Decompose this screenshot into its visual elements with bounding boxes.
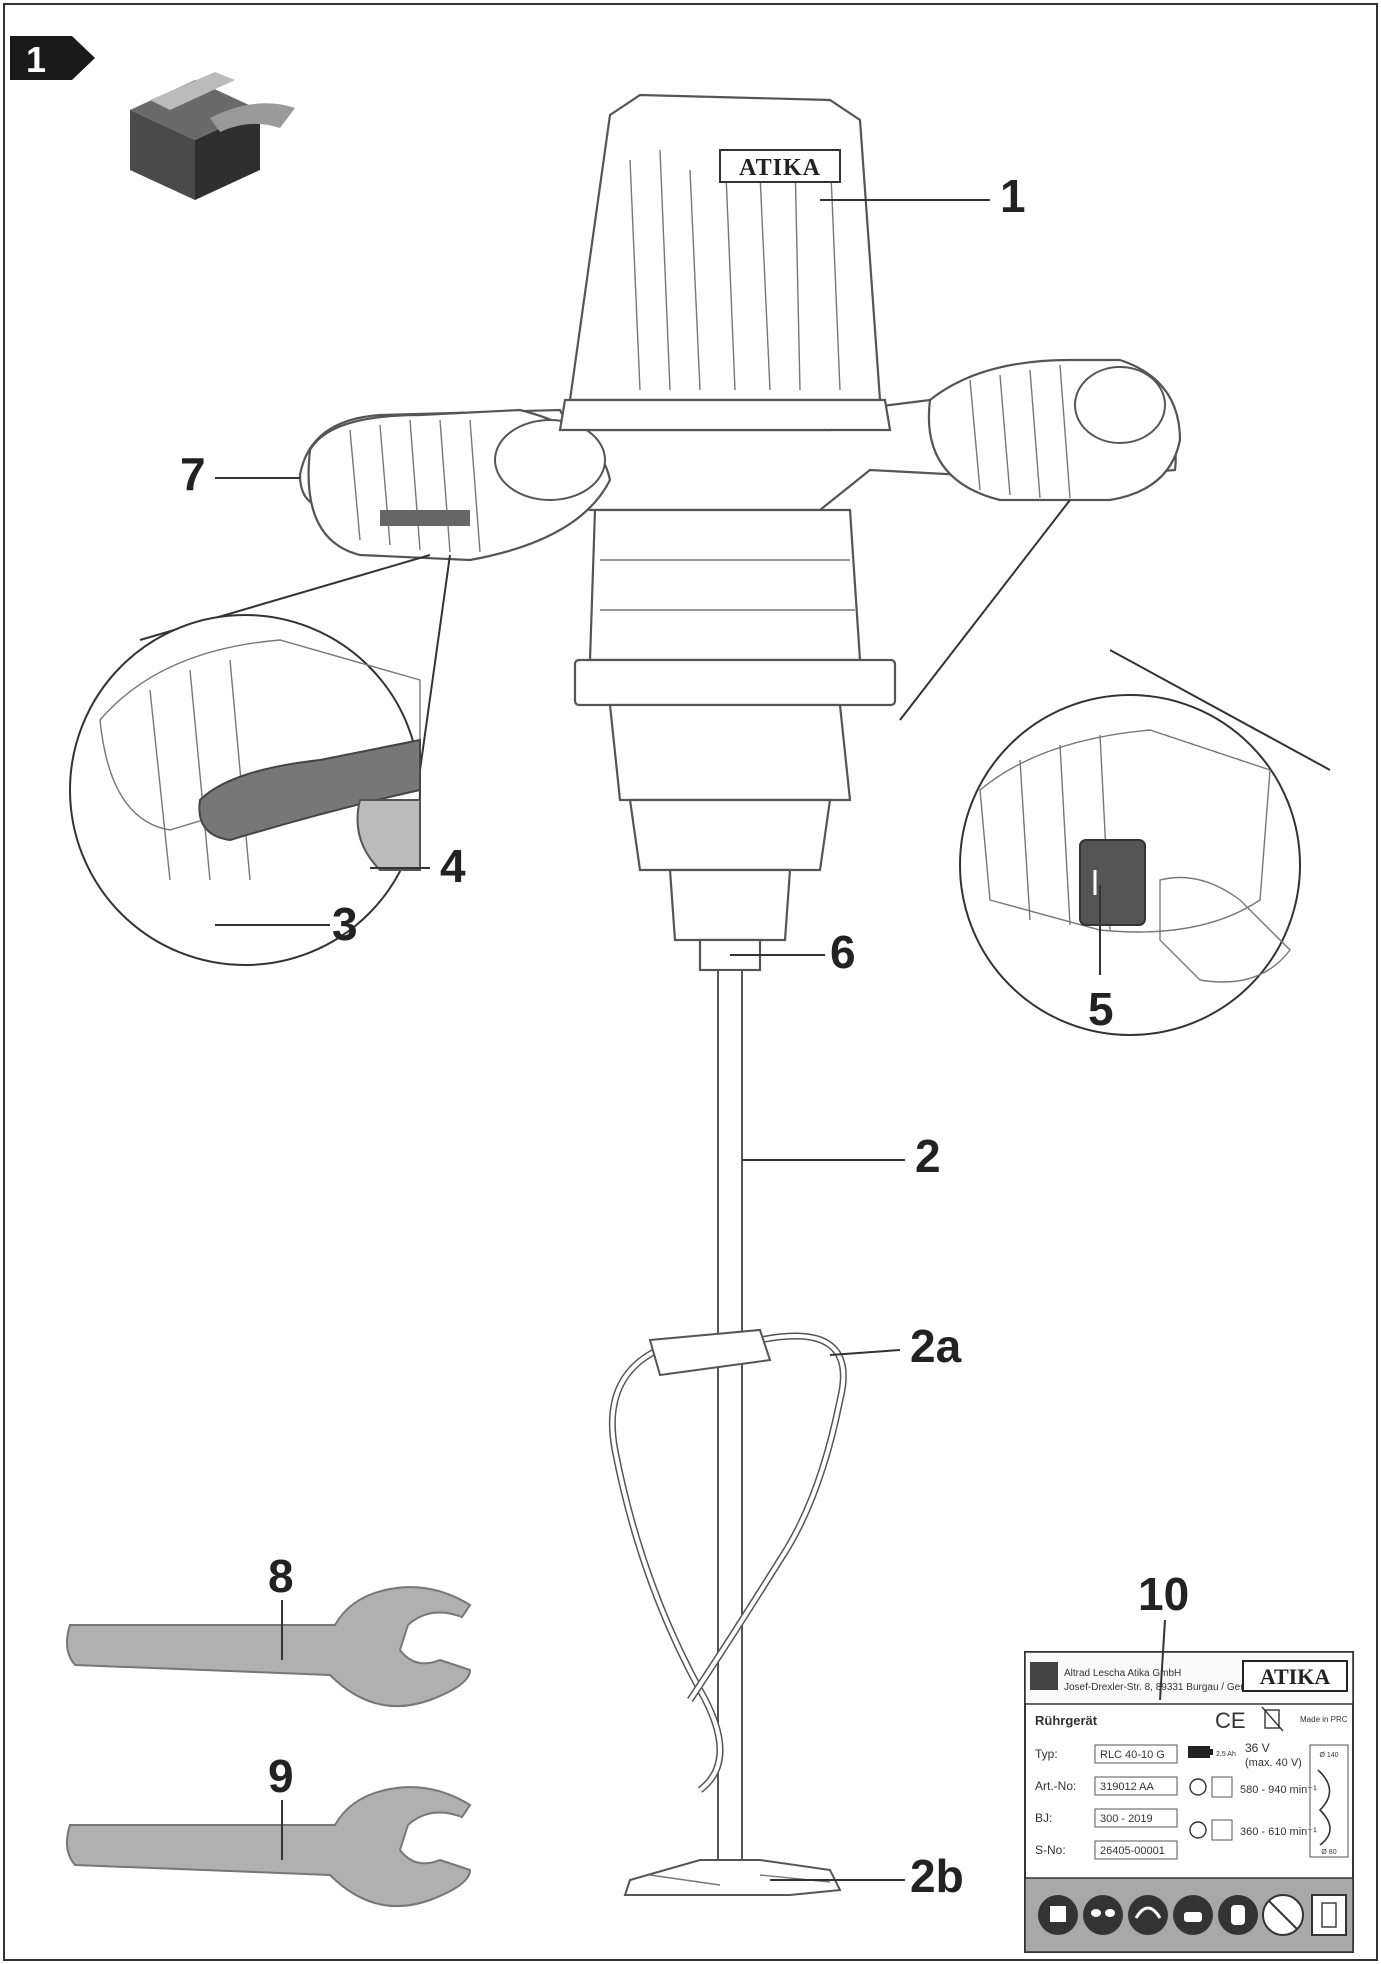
handle-bar (298, 358, 1182, 562)
plate-speed-1: 580 - 940 min⁻¹ (1240, 1784, 1317, 1796)
plate-product: Rührgerät (1035, 1713, 1098, 1728)
callout-9: 9 (268, 1750, 294, 1802)
callout-6: 6 (830, 926, 856, 978)
callout-5: 5 (1088, 983, 1114, 1035)
plate-logo-icon (1030, 1662, 1058, 1690)
ear-protection-icon (1128, 1895, 1168, 1935)
plate-company: Altrad Lescha Atika GmbH (1064, 1668, 1181, 1679)
paddle-icon (1317, 1769, 1331, 1846)
stirrer-shaft (717, 969, 743, 1871)
page-border (3, 3, 1378, 1961)
rotation-icon-1 (1189, 1778, 1207, 1796)
battery-capacity: 2,5 Ah (1216, 1751, 1236, 1758)
callout-2a: 2a (910, 1320, 962, 1372)
callout-10: 10 (1138, 1568, 1189, 1620)
packaging-icon (1311, 1894, 1347, 1936)
brand-logo: ATIKA (739, 155, 821, 181)
battery-icon (1188, 1746, 1213, 1758)
unpack-box-icon (130, 72, 295, 200)
read-manual-icon (1038, 1895, 1078, 1935)
motor-housing: ATIKA (568, 93, 882, 402)
gear-speed-icon-1 (1211, 1776, 1233, 1798)
gear-speed-icon-2 (1211, 1819, 1233, 1841)
rotation-icon-2 (1189, 1821, 1207, 1839)
dia-bottom: Ø 80 (1321, 1849, 1336, 1856)
plate-voltage-max: (max. 40 V) (1245, 1757, 1302, 1769)
plate-brand: ATIKA (1260, 1664, 1331, 1689)
dia-top: Ø 140 (1319, 1752, 1338, 1759)
field-label-artno: Art.-No: (1035, 1779, 1076, 1793)
detail-circle-left (69, 554, 451, 966)
callout-4: 4 (440, 840, 466, 892)
field-label-sno: S-No: (1035, 1843, 1066, 1857)
detail-circle-right (899, 499, 1331, 1036)
plate-fields: Typ: RLC 40-10 G Art.-No: 319012 AA BJ: … (1035, 1744, 1178, 1860)
no-disposal-icon (1262, 1894, 1304, 1936)
callout-3: 3 (332, 898, 358, 950)
callout-2b: 2b (910, 1850, 964, 1902)
wrench-8 (65, 1586, 472, 1708)
field-label-bj: BJ: (1035, 1811, 1052, 1825)
plate-speed-2: 360 - 610 min⁻¹ (1240, 1826, 1317, 1838)
ce-mark: CE (1215, 1708, 1246, 1733)
eye-protection-icon (1083, 1895, 1123, 1935)
gloves-icon (1218, 1895, 1258, 1935)
callout-1: 1 (1000, 170, 1026, 222)
rating-plate: Altrad Lescha Atika GmbH Josef-Drexler-S… (1024, 1651, 1354, 1953)
plate-address: Josef-Drexler-Str. 8, 89331 Burgau / Ger… (1064, 1682, 1268, 1693)
field-value-artno: 319012 AA (1100, 1781, 1154, 1793)
field-label-typ: Typ: (1035, 1747, 1058, 1761)
mixing-paddle-helix (608, 1328, 847, 1793)
mixing-paddle-base (623, 1859, 842, 1896)
made-in: Made in PRC (1300, 1715, 1348, 1724)
plate-voltage: 36 V (1245, 1741, 1270, 1755)
dust-mask-icon (1173, 1895, 1213, 1935)
field-value-bj: 300 - 2019 (1100, 1813, 1153, 1825)
step-number: 1 (26, 39, 46, 80)
gear-section (558, 398, 897, 972)
wrench-9 (65, 1786, 472, 1908)
weee-bin-icon (1261, 1706, 1284, 1732)
callout-7: 7 (180, 448, 206, 500)
field-value-sno: 26405-00001 (1100, 1845, 1165, 1857)
callout-8: 8 (268, 1550, 294, 1602)
leader-lines (215, 199, 1166, 1881)
field-value-typ: RLC 40-10 G (1100, 1749, 1165, 1761)
callout-2: 2 (915, 1130, 941, 1182)
step-badge: 1 (10, 36, 95, 80)
